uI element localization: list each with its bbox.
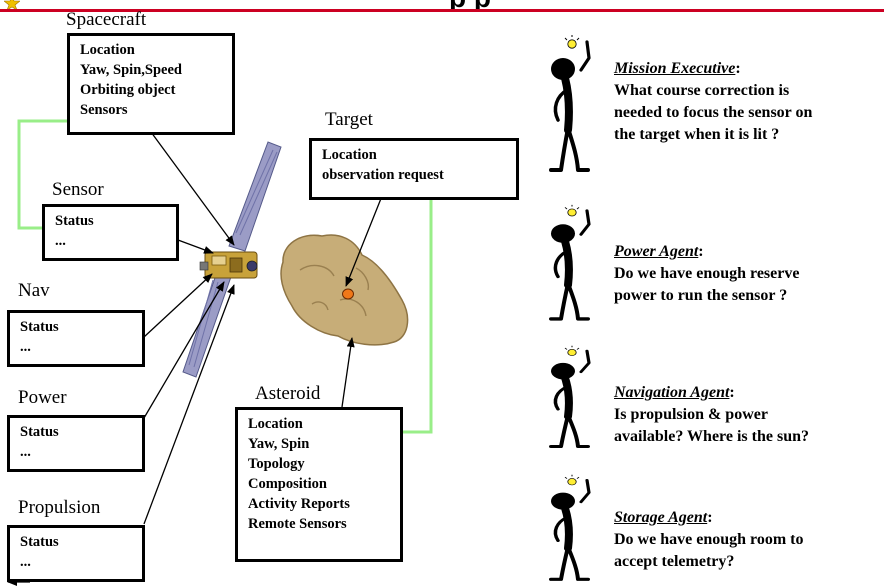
propulsion-box: Status ... bbox=[7, 525, 145, 582]
header-strip: p p bbox=[0, 0, 884, 12]
target-box: Location observation request bbox=[309, 138, 519, 200]
target-label: Target bbox=[325, 109, 373, 130]
target-to-asteroid-arrow bbox=[345, 195, 383, 287]
agent-question-line: the target when it is lit ? bbox=[614, 126, 780, 143]
target-field: Location bbox=[322, 147, 377, 163]
agent-question-line: Do we have enough room to bbox=[614, 531, 804, 548]
nav-label: Nav bbox=[18, 280, 50, 301]
thinking-figure-icon bbox=[543, 204, 601, 324]
propulsion-field: Status bbox=[20, 534, 59, 550]
agent-quote-power: Power Agent: Do we have enough reserve p… bbox=[614, 241, 799, 307]
spacecraft-box: Location Yaw, Spin,Speed Orbiting object… bbox=[67, 33, 235, 135]
propulsion-to-satellite-arrow bbox=[143, 284, 235, 525]
nav-field: Status bbox=[20, 319, 59, 335]
asteroid-field: Yaw, Spin bbox=[248, 436, 310, 452]
asteroid-field: Topology bbox=[248, 456, 305, 472]
agent-role: Power Agent bbox=[614, 243, 699, 260]
asteroid-field: Remote Sensors bbox=[248, 516, 347, 532]
power-field: ... bbox=[20, 444, 31, 460]
spacecraft-field: Location bbox=[80, 42, 135, 58]
agent-question-line: Is propulsion & power bbox=[614, 406, 768, 423]
asteroid-image bbox=[280, 234, 409, 346]
propulsion-label: Propulsion bbox=[18, 497, 101, 518]
sensor-to-satellite-arrow bbox=[177, 239, 214, 254]
target-asteroid-link bbox=[402, 200, 433, 434]
star-logo-icon bbox=[4, 0, 20, 10]
sensor-field: ... bbox=[55, 233, 66, 249]
propulsion-field: ... bbox=[20, 554, 31, 570]
spacecraft-field: Yaw, Spin,Speed bbox=[80, 62, 182, 78]
spacecraft-sensor-link bbox=[17, 119, 67, 230]
agent-role: Navigation Agent bbox=[614, 384, 730, 401]
asteroid-field: Location bbox=[248, 416, 303, 432]
spacecraft-to-satellite-arrow bbox=[150, 131, 235, 246]
power-box: Status ... bbox=[7, 415, 145, 472]
power-to-satellite-arrow bbox=[143, 281, 225, 419]
spacecraft-field: Orbiting object bbox=[80, 82, 176, 98]
power-field: Status bbox=[20, 424, 59, 440]
power-label: Power bbox=[18, 387, 67, 408]
agent-role: Storage Agent bbox=[614, 509, 708, 526]
satellite-image bbox=[182, 141, 282, 378]
agent-question-line: available? Where is the sun? bbox=[614, 428, 809, 445]
agent-question-line: needed to focus the sensor on bbox=[614, 104, 813, 121]
agent-question-line: What course correction is bbox=[614, 82, 790, 99]
sensor-box: Status ... bbox=[42, 204, 179, 261]
title-rule bbox=[0, 9, 884, 12]
nav-box: Status ... bbox=[7, 310, 145, 367]
agent-question-line: accept telemetry? bbox=[614, 553, 735, 570]
thinking-figure-icon bbox=[543, 34, 601, 176]
sensor-label: Sensor bbox=[52, 179, 104, 200]
asteroid-box-to-asteroid-arrow bbox=[341, 337, 355, 408]
agent-quote-navigation: Navigation Agent: Is propulsion & power … bbox=[614, 382, 809, 448]
agent-question-line: power to run the sensor ? bbox=[614, 287, 788, 304]
agent-question-line: Do we have enough reserve bbox=[614, 265, 800, 282]
target-field: observation request bbox=[322, 167, 444, 183]
agent-role: Mission Executive bbox=[614, 60, 736, 77]
asteroid-field: Activity Reports bbox=[248, 496, 350, 512]
agent-quote-mission-executive: Mission Executive: What course correctio… bbox=[614, 58, 812, 146]
spacecraft-field: Sensors bbox=[80, 102, 128, 118]
sensor-field: Status bbox=[55, 213, 94, 229]
asteroid-field: Composition bbox=[248, 476, 327, 492]
nav-to-satellite-arrow bbox=[143, 273, 213, 338]
agent-quote-storage: Storage Agent: Do we have enough room to… bbox=[614, 507, 803, 573]
nav-field: ... bbox=[20, 339, 31, 355]
thinking-figure-icon bbox=[543, 474, 601, 584]
spacecraft-label: Spacecraft bbox=[66, 9, 147, 30]
asteroid-label: Asteroid bbox=[255, 383, 321, 404]
asteroid-box: Location Yaw, Spin Topology Composition … bbox=[235, 407, 403, 562]
thinking-figure-icon bbox=[543, 345, 601, 451]
